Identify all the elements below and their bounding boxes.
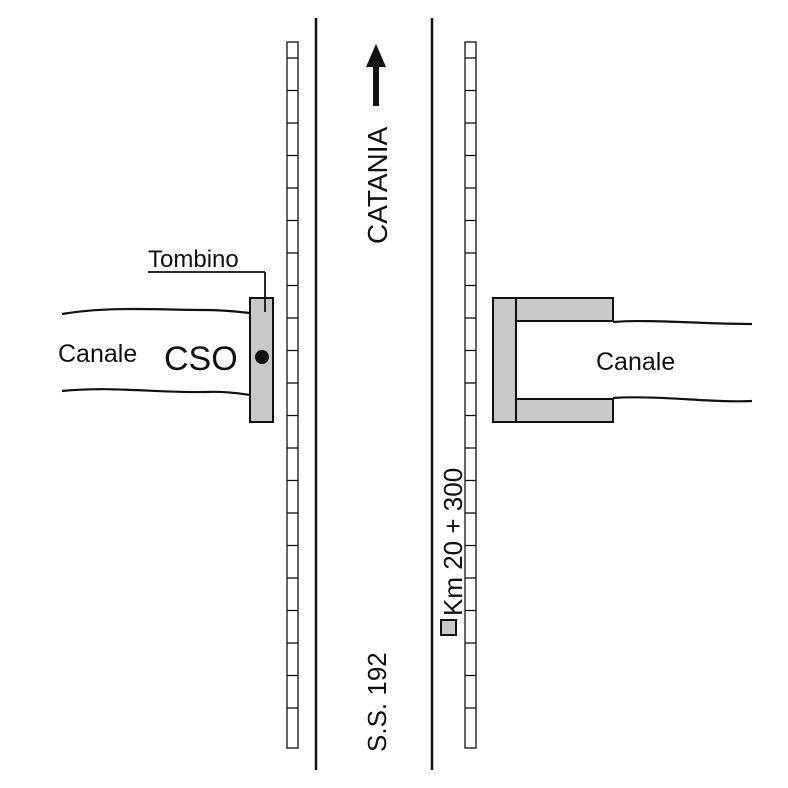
culvert-right-head (492, 297, 517, 423)
cso-point-icon (255, 350, 269, 364)
tombino-label: Tombino (148, 246, 239, 273)
canal-right-lower-bank (612, 396, 753, 403)
square-marker-icon (440, 619, 457, 636)
arrow-up-icon (366, 44, 386, 67)
canal-right-upper-bank (612, 319, 753, 326)
culvert-right-bottom-wing (515, 398, 614, 423)
canal-left-lower-bank (61, 388, 251, 397)
culvert-right-top-wing (515, 297, 614, 322)
guardrail-left (286, 41, 299, 749)
direction-label: CATANIA (362, 126, 393, 244)
canal-left-upper-bank (61, 307, 251, 316)
canal-left-label: Canale (58, 340, 137, 368)
road-label: S.S. 192 (362, 652, 392, 752)
km-marker-label: Km 20 + 300 (438, 468, 468, 616)
canal-right-label: Canale (596, 348, 675, 376)
guardrail-right (464, 41, 477, 749)
cso-label: CSO (164, 340, 238, 378)
